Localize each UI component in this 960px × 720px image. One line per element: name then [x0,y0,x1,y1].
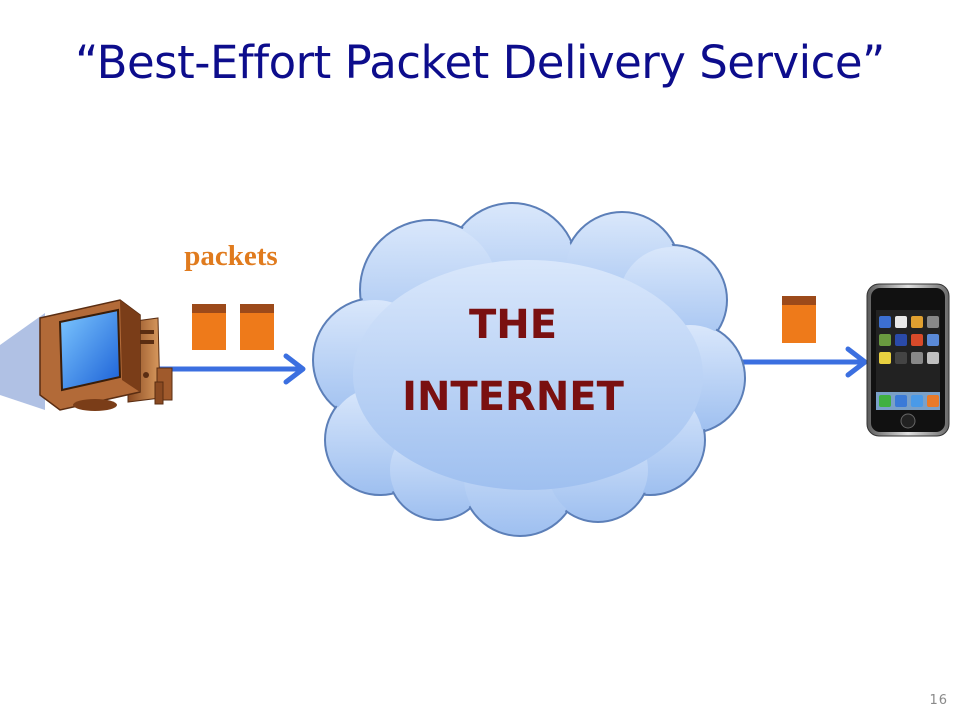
packet-right-1 [782,296,816,343]
slide-number: 16 [929,693,948,708]
arrow-cloud-to-receiver [735,346,868,378]
packet-left-2 [240,304,274,350]
packet-left-1 [192,304,226,350]
cloud-label-line2: INTERNET [402,374,625,420]
smartphone-icon [866,283,950,437]
desktop-computer-icon [0,299,173,411]
cloud-label-line1: THE [469,302,557,348]
packets-label: packets [184,240,277,272]
slide-title: “Best-Effort Packet Delivery Service” [75,36,885,89]
arrow-sender-to-cloud [147,353,306,385]
internet-cloud [312,202,746,537]
